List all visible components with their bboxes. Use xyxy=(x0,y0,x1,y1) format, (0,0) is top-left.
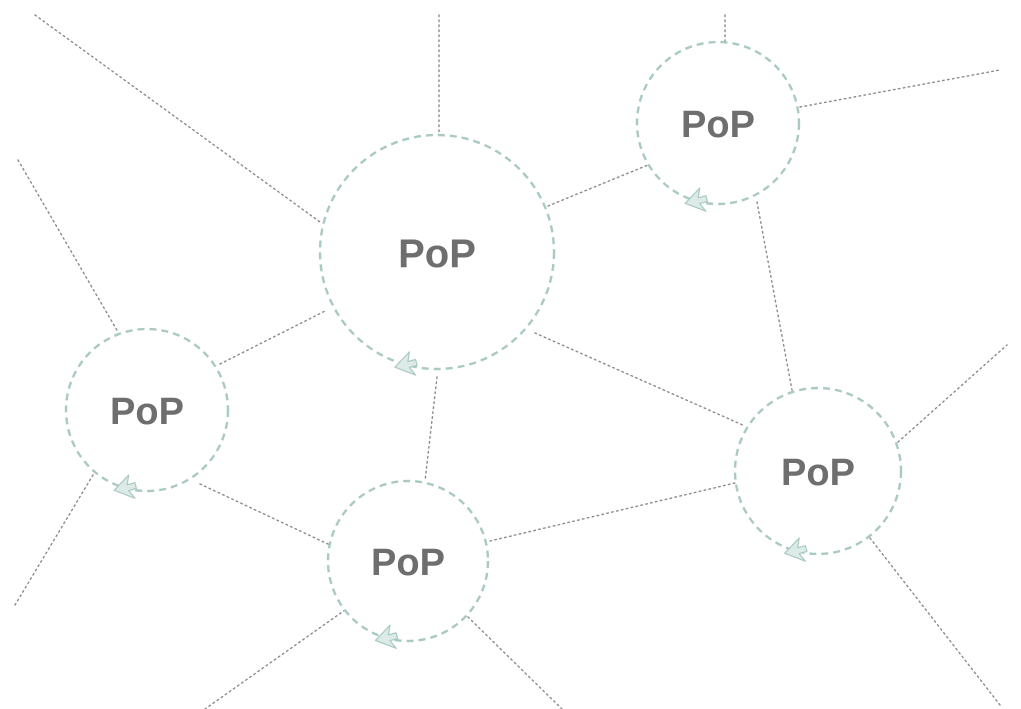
rotation-arrow-icon xyxy=(374,624,399,649)
network-link xyxy=(897,344,1008,443)
pop-label: PoP xyxy=(398,232,476,276)
rotation-arrow-icon xyxy=(784,537,808,562)
network-link xyxy=(34,14,321,223)
network-link xyxy=(756,201,793,391)
pop-center-node: PoP xyxy=(318,133,556,376)
network-link xyxy=(534,332,746,427)
network-link xyxy=(869,537,1001,706)
network-link xyxy=(17,159,119,333)
network-link xyxy=(424,376,438,482)
pop-nodes: PoP PoP PoP PoP PoP xyxy=(64,40,903,649)
rotation-arrow-icon xyxy=(113,474,138,499)
network-links xyxy=(14,14,1008,709)
pop-top-right-node: PoP xyxy=(635,40,801,212)
network-link xyxy=(219,309,328,365)
pop-label: PoP xyxy=(371,542,445,584)
pop-ring xyxy=(733,386,903,556)
pop-right-node: PoP xyxy=(733,386,903,562)
network-link xyxy=(14,474,94,606)
pop-bottom-node: PoP xyxy=(326,479,490,649)
pop-label: PoP xyxy=(681,104,755,146)
rotation-arrow-icon xyxy=(684,187,709,212)
network-link xyxy=(204,609,346,709)
pop-ring xyxy=(635,40,801,206)
pop-label: PoP xyxy=(781,452,855,494)
pop-ring xyxy=(64,327,230,493)
network-link xyxy=(467,616,563,709)
network-link xyxy=(547,164,649,207)
rotation-arrow-icon xyxy=(394,351,418,376)
network-link xyxy=(489,482,736,542)
pop-ring xyxy=(326,479,490,643)
network-link xyxy=(199,483,346,553)
pop-label: PoP xyxy=(110,391,184,433)
network-link xyxy=(799,69,1001,108)
pop-ring xyxy=(318,133,556,371)
pop-left-node: PoP xyxy=(64,327,230,499)
